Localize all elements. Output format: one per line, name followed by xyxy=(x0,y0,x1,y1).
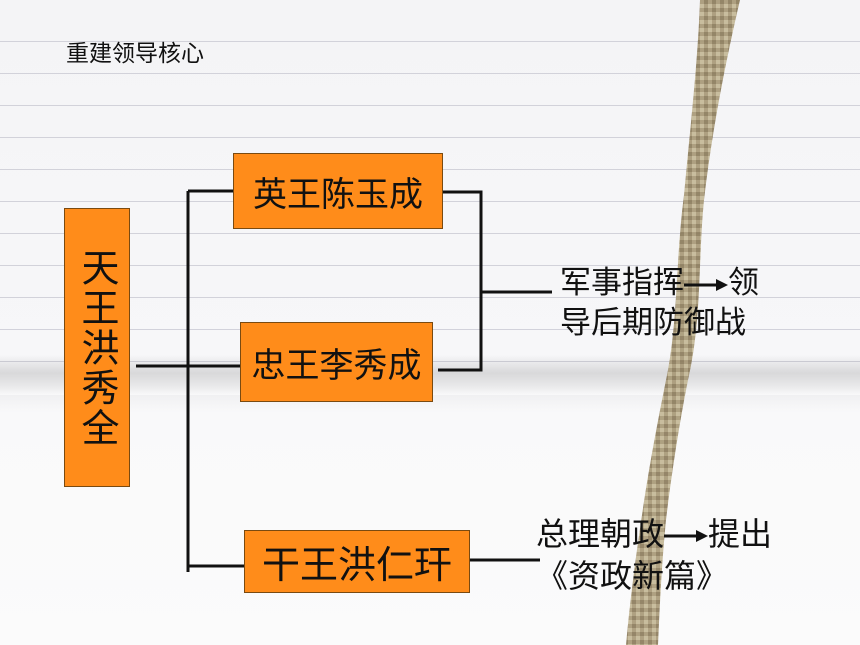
politics-note-part-b: 提出 xyxy=(708,515,773,553)
arrow-icon xyxy=(684,278,728,291)
arrow-icon xyxy=(664,530,709,542)
page-title: 重建领导核心 xyxy=(66,41,204,67)
politics-note: 总理朝政 提出 《资政新篇》 xyxy=(536,514,772,597)
leader-node-zhongwang: 忠王李秀成 xyxy=(240,322,433,402)
root-node: 天王洪秀全 xyxy=(64,208,130,487)
military-note-part-b: 领 xyxy=(728,265,759,301)
bracket-right xyxy=(438,190,483,372)
politics-note-line2: 《资政新篇》 xyxy=(536,556,729,595)
military-note-line2: 导后期防御战 xyxy=(560,305,746,342)
politics-note-part-a: 总理朝政 xyxy=(536,515,665,553)
leader-node-ganwang: 干王洪仁玕 xyxy=(244,530,470,593)
military-note-part-a: 军事指挥 xyxy=(560,265,684,301)
military-note: 军事指挥 领 导后期防御战 xyxy=(560,263,759,344)
leader-node-yingwang: 英王陈玉成 xyxy=(233,153,443,229)
